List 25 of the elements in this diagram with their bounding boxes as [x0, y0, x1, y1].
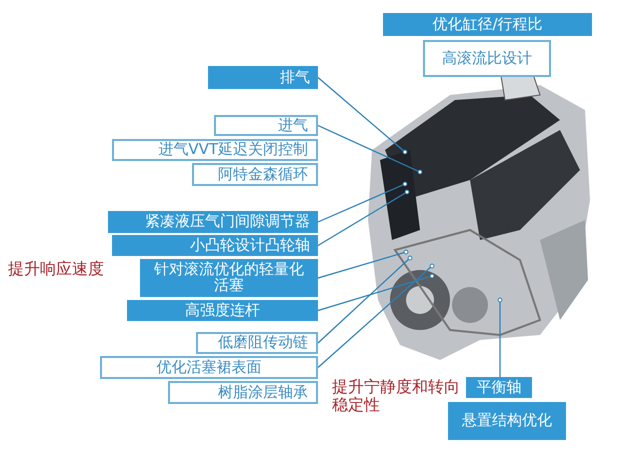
leader-line: [318, 182, 408, 223]
feature-label: 小凸轮设计凸轮轴: [112, 235, 318, 256]
leader-line: [318, 264, 434, 368]
feature-label-outlined: 高滚流比设计: [423, 40, 551, 77]
feature-label: 排气: [208, 66, 318, 89]
benefit-note: 提升响应速度: [8, 260, 105, 278]
feature-label-outlined: 优化活塞裙表面: [100, 356, 318, 379]
leader-line: [498, 298, 502, 377]
feature-label-outlined: 阿特金森循环: [192, 163, 318, 186]
leader-line: [318, 190, 410, 246]
feature-label: 紧凑液压气门间隙调节器: [108, 211, 318, 233]
leader-line: [318, 124, 422, 174]
feature-label: 悬置结构优化: [448, 402, 566, 440]
feature-label: 平衡轴: [466, 377, 532, 398]
feature-label: 针对滚流优化的轻量化活塞: [140, 259, 318, 297]
leader-line: [318, 274, 434, 312]
feature-label: 高强度连杆: [127, 300, 318, 321]
feature-label-outlined: 树脂涂层轴承: [168, 381, 318, 404]
feature-label-outlined: 低磨阻传动链: [196, 332, 318, 354]
feature-label-outlined: 进气: [214, 115, 318, 136]
leader-line: [318, 250, 408, 279]
leader-line: [318, 256, 412, 344]
feature-label-outlined: 进气VVT延迟关闭控制: [112, 139, 318, 161]
feature-label: 优化缸径/行程比: [383, 13, 592, 36]
leader-line: [318, 77, 408, 154]
